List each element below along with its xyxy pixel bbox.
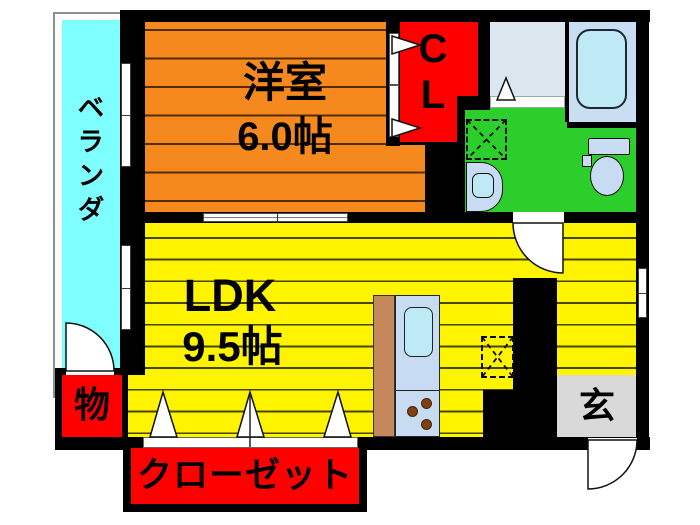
entrance-door-opening — [588, 438, 637, 448]
label-veranda: ベランダ — [73, 93, 104, 229]
label-western-room: 洋室 — [242, 59, 327, 106]
washroom-door-opening — [513, 212, 564, 224]
room-veranda — [62, 20, 120, 371]
stove-burner-icon — [421, 419, 432, 430]
window-east — [638, 268, 647, 318]
kitchen-counter — [373, 295, 395, 437]
room-entrance — [557, 375, 637, 437]
storage-door-opening — [66, 367, 114, 375]
label-ldk-size: 9.5帖 — [182, 323, 283, 370]
toilet-handle-icon — [582, 155, 592, 167]
wall-middle — [120, 212, 637, 223]
label-ldk: LDK — [183, 270, 277, 321]
kitchen-sink — [404, 307, 433, 357]
label-cl: CL — [411, 27, 455, 119]
refrigerator-space — [481, 336, 514, 378]
room-cl-upper — [457, 22, 478, 96]
cl-door-track-top — [389, 33, 399, 85]
room-storage — [62, 375, 122, 437]
wall-western-east — [425, 145, 465, 212]
room-western — [145, 22, 425, 212]
label-western-size: 6.0帖 — [237, 115, 333, 159]
wall-right — [636, 10, 649, 446]
room-bathroom-floor — [490, 22, 565, 96]
stove-burner-icon — [407, 406, 418, 417]
wall-column — [513, 278, 557, 437]
bathroom-sliding-door — [490, 96, 565, 108]
wall-column-ext — [483, 390, 513, 437]
window-ldk — [121, 245, 131, 330]
label-storage: 物 — [73, 384, 110, 425]
bathtub-icon — [576, 29, 627, 109]
closet-door-track — [143, 437, 358, 448]
toilet-tank-icon — [588, 138, 630, 155]
wall-top — [120, 10, 650, 22]
toilet-bowl-icon — [590, 156, 624, 196]
wall-bath-divider — [565, 22, 569, 122]
label-entrance: 玄 — [578, 385, 615, 426]
room-closet — [131, 448, 359, 504]
wall-cl-bath — [478, 22, 490, 108]
stove-burner-icon — [421, 398, 432, 409]
washing-machine-space — [466, 119, 507, 160]
label-closet: クローゼット — [136, 456, 353, 495]
wash-basin-icon — [472, 173, 494, 198]
sliding-door-western-ldk — [203, 213, 348, 223]
window-western — [121, 63, 131, 167]
wall-under-tub — [567, 122, 637, 128]
